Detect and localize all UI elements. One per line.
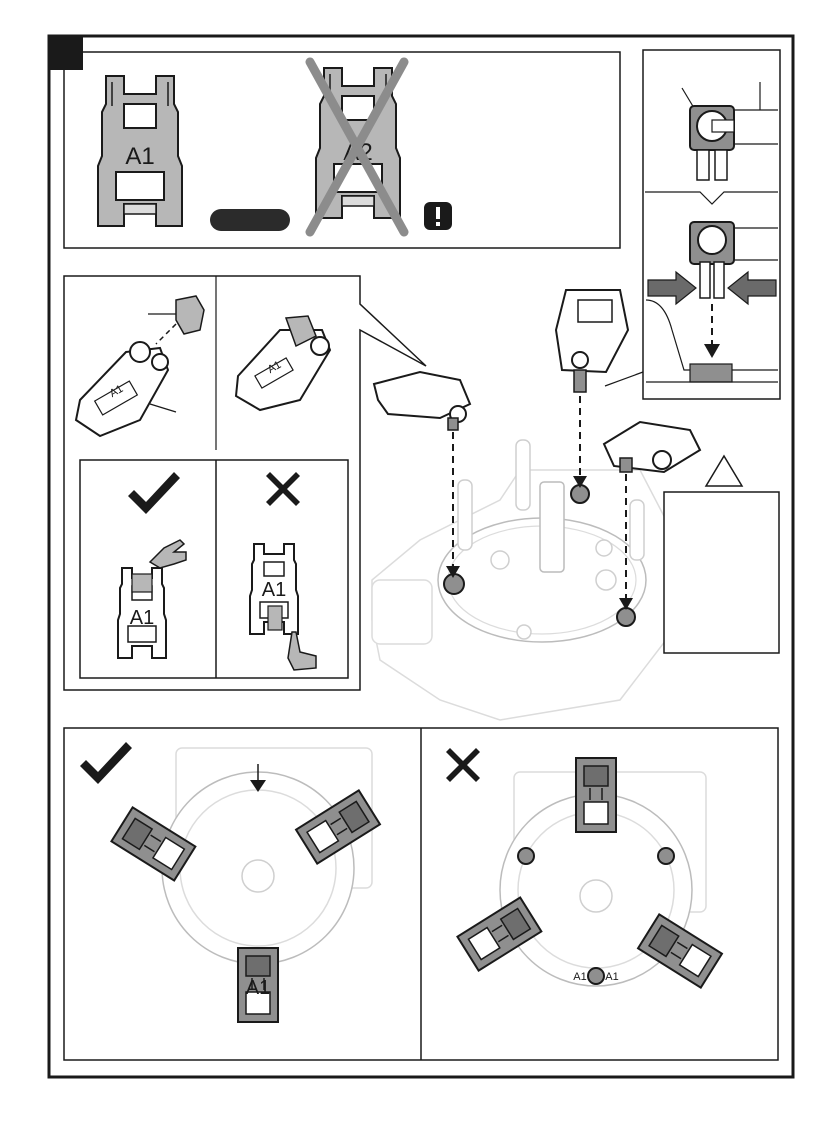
incorrect-bottom-label-2: A1 <box>605 971 618 983</box>
check-icon-bottom <box>80 742 132 784</box>
top-panel: A1 A2 <box>64 52 620 248</box>
check-icon <box>128 472 180 514</box>
separator-pill <box>210 209 290 231</box>
cross-icon-bottom <box>446 748 480 782</box>
pointing-hand-icon <box>150 540 186 568</box>
incorrect-clip-sketch: A1 <box>250 544 298 634</box>
cross-icon <box>266 472 300 506</box>
incorrect-clip-label: A1 <box>262 579 286 601</box>
incorrect-bottom-label: A1 <box>573 971 586 983</box>
clip-assembly-step-1: A1 <box>76 296 204 436</box>
socket-left <box>444 574 464 594</box>
correct-arrangement: A1 <box>111 748 380 1022</box>
right-inset-panel <box>643 50 780 399</box>
correct-clip-sketch: A1 <box>118 568 166 658</box>
socket-right <box>617 608 635 626</box>
pointing-hand-icon-2 <box>288 632 316 670</box>
correct-bottom-label: A1 <box>246 977 270 999</box>
part-a1: A1 <box>98 76 182 226</box>
step-badge <box>49 36 83 70</box>
clip-assembly-step-2: A1 <box>236 316 330 410</box>
correct-clip-label: A1 <box>130 607 154 629</box>
part-a1-label: A1 <box>125 143 154 170</box>
warning-triangle-icon <box>706 456 742 486</box>
note-box <box>664 492 779 653</box>
exclamation-icon <box>424 202 452 230</box>
device-base <box>372 440 666 720</box>
bottom-panels: A1 A1 A1 <box>64 728 778 1060</box>
incorrect-arrangement: A1 A1 <box>457 758 722 988</box>
